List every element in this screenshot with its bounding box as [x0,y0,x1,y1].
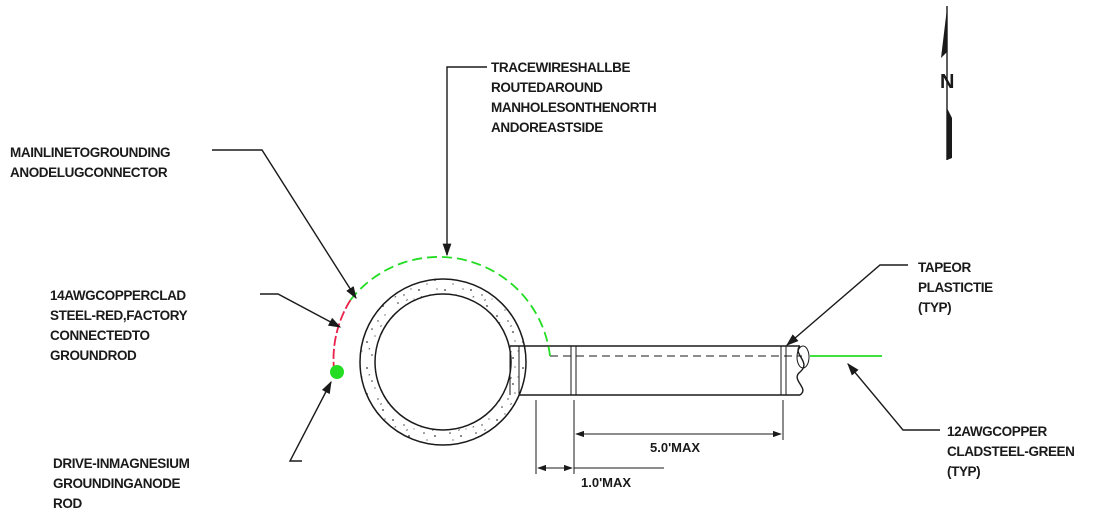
callout-line: 12AWGCOPPER [947,424,1048,439]
callout-trace-wire: TRACEWIRESHALLBE ROUTEDAROUND MANHOLESON… [491,60,657,135]
callout-line: ANODELUGCONNECTOR [10,165,168,180]
trace-wire-green-dashed [349,256,551,357]
pipe-stub [509,345,810,396]
north-label: N [940,71,954,93]
callout-line: (TYP) [918,300,951,315]
callout-line: GROUNDROD [50,348,137,363]
callout-mainline: MAINLINETOGROUNDING ANODELUGCONNECTOR [10,145,171,180]
callout-anode: DRIVE-INMAGNESIUM GROUNDINGANODE ROD [53,456,190,511]
callout-line: MANHOLESONTHENORTH [491,100,656,115]
callout-line: CONNECTEDTO [50,328,150,343]
leaders [212,66,940,462]
callout-line: DRIVE-INMAGNESIUM [53,456,190,471]
callout-line: CLADSTEEL-GREEN [947,444,1075,459]
dim-tie-spacing: 5.0'MAX [650,440,700,455]
callout-tape: TAPEOR PLASTICTIE (TYP) [918,260,994,315]
anode-rod-dot [330,365,344,379]
callout-line: ANDOREASTSIDE [491,120,603,135]
copperclad-red-wire [332,299,352,372]
callout-line: ROUTEDAROUND [491,80,603,95]
callout-line: TRACEWIRESHALLBE [491,60,630,75]
dimensions: 5.0'MAX 1.0'MAX [535,400,784,490]
callout-line: MAINLINETOGROUNDING [10,145,170,160]
callout-line: STEEL-RED,FACTORY [50,308,188,323]
callout-line: GROUNDINGANODE [53,476,181,491]
wires [330,256,882,379]
callout-line: 14AWGCOPPERCLAD [50,288,186,303]
callout-line: PLASTICTIE [918,280,993,295]
callout-copper-green: 12AWGCOPPER CLADSTEEL-GREEN (TYP) [947,424,1075,479]
callout-line: TAPEOR [918,260,972,275]
callout-line: ROD [53,496,82,511]
callout-line: (TYP) [947,464,980,479]
manhole [359,278,527,446]
callout-copperclad-red: 14AWGCOPPERCLAD STEEL-RED,FACTORY CONNEC… [50,288,188,363]
dim-first-tie: 1.0'MAX [581,475,631,490]
north-arrow: N [940,6,954,160]
